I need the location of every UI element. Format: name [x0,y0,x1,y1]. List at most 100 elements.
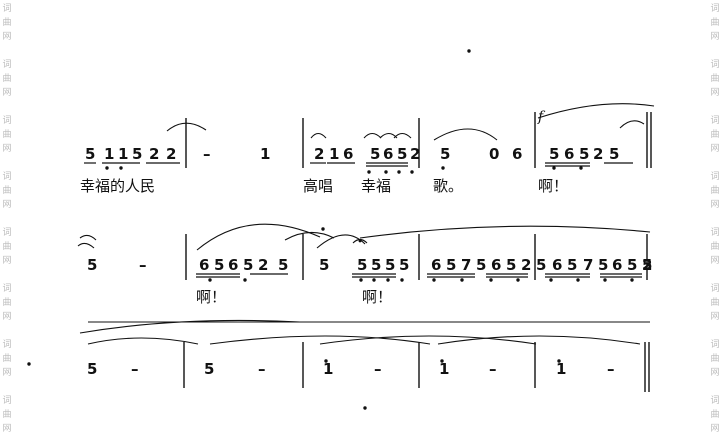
note: 5 [446,256,456,274]
watermark-glyph: 词 [710,396,720,406]
note: – [607,360,615,378]
watermark-glyph: 曲 [710,410,720,420]
watermark-glyph: 词 [710,340,720,350]
watermark-glyph: 网 [2,256,12,266]
note: 2 [593,145,603,163]
note: – [139,256,147,274]
note: 7 [461,256,471,274]
note: 5 [357,256,367,274]
watermark-glyph: 词 [710,172,720,182]
watermark-glyph: 曲 [2,242,12,252]
note: 5 [214,256,224,274]
note: 5 [132,145,142,163]
note: 2 [166,145,176,163]
note: 1 [323,360,333,378]
note: 5 [87,256,97,274]
watermark-left: 词曲网词曲网词曲网词曲网词曲网词曲网词曲网词曲网 [0,0,14,444]
watermark-glyph: 曲 [2,18,12,28]
lyric: 高唱 [303,177,333,195]
note: 6 [612,256,622,274]
watermark-glyph: 词 [710,228,720,238]
note: 5 [370,145,380,163]
watermark-glyph: 曲 [2,410,12,420]
note: 5 [506,256,516,274]
note: 2 [521,256,531,274]
note: 5 [536,256,546,274]
note: 5 [397,145,407,163]
note: 5 [319,256,329,274]
note: 5 [567,256,577,274]
watermark-glyph: 曲 [2,186,12,196]
watermark-glyph: 网 [710,424,720,434]
note: 1 [329,145,339,163]
watermark-glyph: 网 [2,32,12,42]
watermark-glyph: 词 [2,340,12,350]
note: 5 [87,360,97,378]
watermark-glyph: 网 [710,368,720,378]
note: – [374,360,382,378]
lyric: 啊！ [362,288,392,306]
watermark-glyph: 网 [710,256,720,266]
watermark-glyph: 曲 [2,130,12,140]
note: 5 [598,256,608,274]
watermark-glyph: 网 [2,88,12,98]
note: 2 [314,145,324,163]
lyric: 歌。 [433,177,463,195]
note: 5 [399,256,409,274]
note: 2 [149,145,159,163]
note: 5 [85,145,95,163]
lyric: 啊！ [196,288,226,306]
note: 0 [489,145,499,163]
watermark-glyph: 词 [2,60,12,70]
watermark-glyph: 曲 [710,186,720,196]
watermark-glyph: 词 [2,228,12,238]
watermark-glyph: 网 [2,312,12,322]
watermark-glyph: 网 [2,200,12,210]
note: 5 [627,256,637,274]
note: 5 [371,256,381,274]
note: 1 [556,360,566,378]
watermark-glyph: 曲 [2,354,12,364]
note: – [489,360,497,378]
note: – [203,145,211,163]
note: 6 [343,145,353,163]
note: 6 [383,145,393,163]
note: 1 [104,145,114,163]
watermark-glyph: 网 [710,144,720,154]
watermark-glyph: 词 [2,284,12,294]
watermark-glyph: 词 [710,60,720,70]
lyric: 啊！ [538,177,568,195]
note: 6 [199,256,209,274]
note: – [131,360,139,378]
note: 5 [204,360,214,378]
note: 6 [491,256,501,274]
note: 1 [118,145,128,163]
note: 2 [410,145,420,163]
note: – [258,360,266,378]
note: 6 [552,256,562,274]
watermark-glyph: 曲 [710,130,720,140]
note: 1 [260,145,270,163]
watermark-glyph: 曲 [710,18,720,28]
watermark-glyph: 网 [2,368,12,378]
note: 5 [385,256,395,274]
watermark-glyph: 曲 [710,74,720,84]
lyric: 幸福 [361,177,391,195]
watermark-glyph: 词 [2,396,12,406]
note: 5 [243,256,253,274]
note: 6 [512,145,522,163]
watermark-glyph: 网 [710,88,720,98]
watermark-glyph: 词 [2,172,12,182]
watermark-glyph: 曲 [2,74,12,84]
watermark-glyph: 词 [710,116,720,126]
watermark-glyph: 网 [2,424,12,434]
note: 5 [579,145,589,163]
watermark-glyph: 曲 [2,298,12,308]
watermark-glyph: 曲 [710,354,720,364]
watermark-glyph: 网 [710,200,720,210]
note: 5 [440,145,450,163]
lyric: 幸福的人民 [80,177,155,195]
note: 7 [583,256,593,274]
watermark-glyph: 词 [2,116,12,126]
